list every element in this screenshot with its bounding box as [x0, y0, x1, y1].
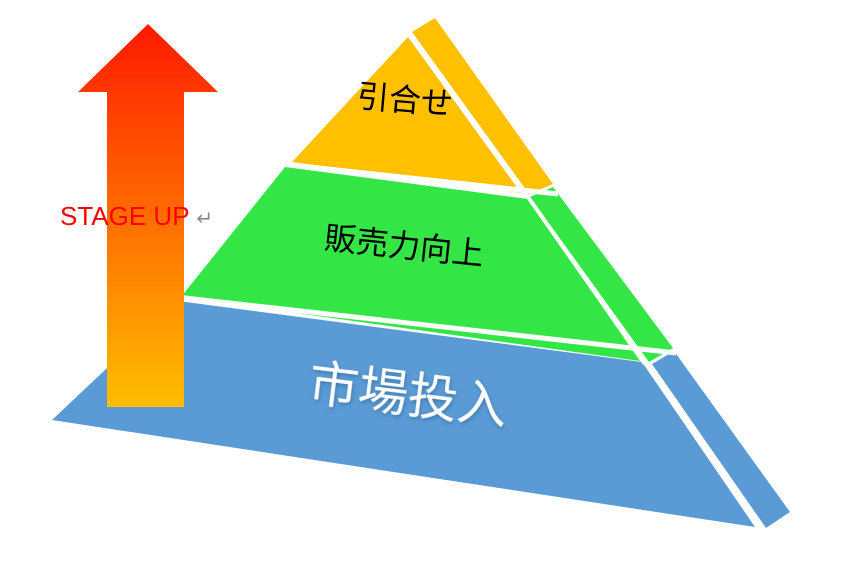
- tier-market-entry-side: [652, 351, 790, 528]
- separator-lower: [175, 294, 677, 356]
- tier-matchmaking-side: [412, 18, 553, 194]
- tier-sales-improvement: 販売力向上: [181, 167, 673, 366]
- stage-up-label-text: STAGE UP: [60, 201, 189, 231]
- tier-matchmaking-front: [292, 37, 521, 193]
- tier-separators: [175, 161, 677, 356]
- return-mark-icon: ↵: [196, 208, 213, 230]
- tier-matchmaking: 引合せ: [292, 18, 553, 198]
- tier-market-entry-edge: [642, 359, 762, 530]
- tier-market-entry-front: [52, 301, 755, 527]
- tier-market-entry: 市場投入: [52, 301, 790, 530]
- stage-up-label: STAGE UP ↵: [60, 201, 213, 231]
- tier-sales-improvement-side: [530, 187, 673, 362]
- stage-up-arrow-shape: [78, 24, 218, 407]
- tier-matchmaking-edge: [407, 32, 528, 198]
- separator-upper: [281, 161, 559, 197]
- tier-matchmaking-label: 引合せ: [355, 77, 454, 123]
- tier-sales-improvement-edge: [526, 195, 647, 366]
- stage-up-arrow: STAGE UP ↵: [60, 24, 218, 407]
